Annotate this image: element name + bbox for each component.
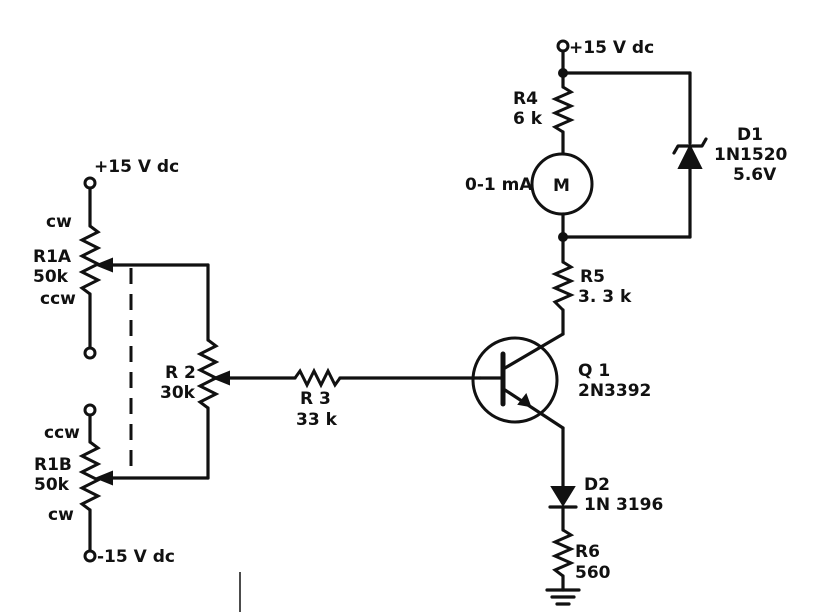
label-r1a-value: 50k [33, 267, 69, 287]
r1b-potentiometer [78, 403, 210, 563]
label-supply-top-right: +15 V dc [569, 38, 654, 58]
q1-emitter [503, 388, 565, 430]
r6-resistor [551, 528, 575, 578]
label-q1-part: 2N3392 [578, 381, 651, 401]
r3-resistor [293, 367, 482, 389]
r1a-potentiometer [78, 176, 210, 360]
q1-collector [503, 332, 565, 370]
label-d2-part: 1N 3196 [584, 495, 663, 515]
label-supply-bottom-left: -15 V dc [97, 547, 175, 567]
label-d2-name: D2 [584, 475, 610, 495]
label-r2-name: R 2 [165, 363, 196, 383]
label-r6-name: R6 [575, 542, 600, 562]
r4-resistor [551, 85, 575, 134]
terminal-bottom-left [83, 549, 97, 563]
label-r1b-ccw: ccw [44, 423, 80, 443]
label-r5-name: R5 [580, 267, 605, 287]
label-d1-name: D1 [737, 125, 763, 145]
label-r5-value: 3. 3 k [578, 287, 632, 307]
label-r2-value: 30k [160, 383, 196, 403]
label-r1b-name: R1B [34, 455, 72, 475]
label-r1b-cw: cw [48, 505, 74, 525]
emitter-branch [545, 486, 581, 606]
r2-potentiometer [196, 263, 297, 480]
d1-zener-bar [672, 137, 708, 155]
label-r1b-value: 50k [34, 475, 70, 495]
q1-transistor [471, 308, 565, 489]
label-r4-value: 6 k [513, 109, 543, 129]
label-r1a-cw: cw [46, 212, 72, 232]
q1-envelope [471, 336, 559, 424]
d2-diode-triangle [550, 486, 576, 507]
q1-emitter-arrow [517, 392, 532, 408]
ground-icon [545, 588, 581, 606]
right-branch [530, 39, 708, 312]
label-d1-part: 1N1520 [714, 145, 788, 165]
label-r6-value: 560 [575, 563, 611, 583]
label-meter-range: 0-1 mA [465, 175, 533, 195]
d1-zener-triangle [677, 143, 703, 169]
terminal-r1a-bottom [83, 346, 97, 360]
label-r3-name: R 3 [300, 389, 331, 409]
label-q1-name: Q 1 [578, 361, 610, 381]
label-supply-top-left: +15 V dc [94, 157, 179, 177]
label-r1a-ccw: ccw [40, 289, 76, 309]
r5-resistor [551, 260, 575, 312]
label-meter-symbol: M [553, 176, 570, 196]
label-r3-value: 33 k [296, 410, 338, 430]
label-r4-name: R4 [513, 89, 538, 109]
label-d1-rating: 5.6V [733, 165, 777, 185]
label-r1a-name: R1A [33, 247, 72, 267]
